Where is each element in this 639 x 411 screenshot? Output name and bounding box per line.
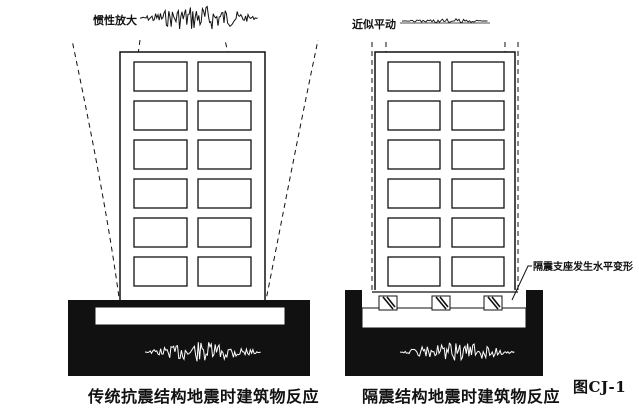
bearing-deformation-mark bbox=[382, 296, 396, 310]
bearing-deformation-label: 隔震支座发生水平变形 bbox=[533, 262, 633, 273]
window bbox=[451, 217, 505, 248]
window bbox=[451, 100, 505, 131]
sway-envelope-right-outer bbox=[264, 39, 319, 306]
window bbox=[451, 256, 505, 287]
isolated-structure-diagram bbox=[345, 17, 543, 376]
bearing-deformation-mark bbox=[435, 296, 449, 310]
amplification-label: 惯性放大 bbox=[93, 14, 137, 27]
window bbox=[133, 217, 188, 248]
conventional-structure-diagram bbox=[68, 5, 319, 376]
window bbox=[387, 100, 441, 131]
ground-motion-waveform bbox=[144, 342, 261, 362]
window-grid bbox=[133, 61, 252, 287]
caption-conventional: 传统抗震结构地震时建筑物反应 bbox=[88, 387, 320, 406]
window bbox=[133, 100, 188, 131]
window bbox=[387, 217, 441, 248]
translation-label: 近似平动 bbox=[352, 18, 396, 31]
window bbox=[133, 178, 188, 209]
roof-response-waveform bbox=[401, 17, 488, 24]
window bbox=[387, 256, 441, 287]
building-frame bbox=[374, 51, 516, 293]
window bbox=[133, 139, 188, 170]
roof-response-waveform bbox=[139, 5, 258, 30]
caption-isolated: 隔震结构地震时建筑物反应 bbox=[362, 387, 561, 406]
window bbox=[387, 139, 441, 170]
window bbox=[197, 256, 252, 287]
window bbox=[197, 139, 252, 170]
window bbox=[133, 61, 188, 92]
foundation-slab bbox=[361, 307, 527, 329]
ground-motion-waveform bbox=[399, 342, 515, 362]
bearing-deformation-mark bbox=[487, 296, 501, 310]
window bbox=[197, 178, 252, 209]
window-grid bbox=[387, 61, 505, 287]
figure-id: 图CJ-1 bbox=[573, 378, 627, 396]
window bbox=[451, 61, 505, 92]
isolation-bearings bbox=[378, 295, 503, 311]
window bbox=[133, 256, 188, 287]
sway-envelope-left-outer bbox=[71, 39, 121, 306]
bearing-callout-leader bbox=[511, 265, 532, 301]
window bbox=[387, 61, 441, 92]
window bbox=[197, 217, 252, 248]
window bbox=[451, 139, 505, 170]
window bbox=[387, 178, 441, 209]
foundation-slab bbox=[94, 306, 286, 326]
window bbox=[197, 100, 252, 131]
window bbox=[197, 61, 252, 92]
window bbox=[451, 178, 505, 209]
